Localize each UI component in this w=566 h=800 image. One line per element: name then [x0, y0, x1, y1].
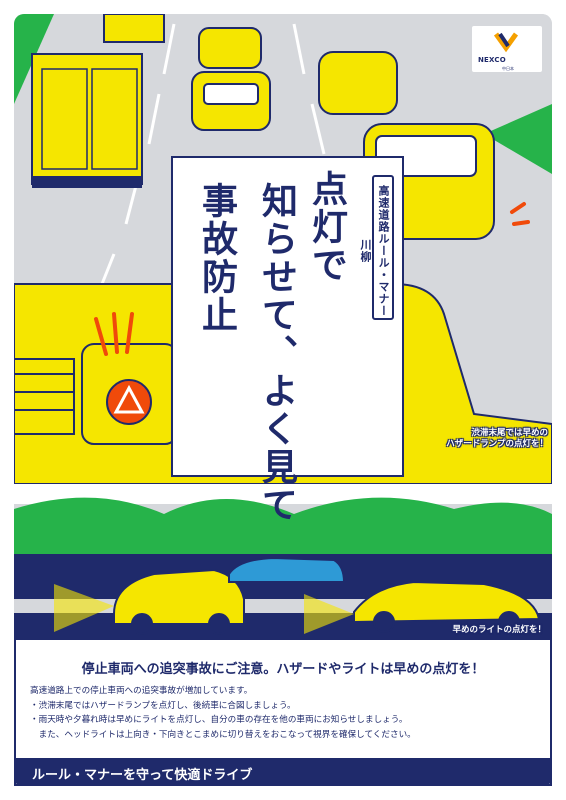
- light-caption: 早めのライトの点灯を！: [452, 625, 546, 635]
- hazard-caption: 渋滞末尾では早めの ハザードランプの点灯を！: [446, 428, 548, 450]
- body-text: 高速道路上での停止車両への追突事故が増加しています。 ・渋滞末尾ではハザードラン…: [30, 684, 540, 742]
- logo-text: NEXCO: [478, 56, 506, 64]
- body-line-4: また、ヘッドライトは上向き・下向きとこまめに切り替えをおこなって視界を確保してく…: [30, 729, 416, 740]
- headline: 停止車両への追突事故にご注意。ハザードやライトは早めの点灯を！: [81, 662, 485, 677]
- senryu-tag: 高速道路ルール・マナー川柳: [359, 175, 394, 320]
- body-line-3: ・雨天時や夕暮れ時は早めにライトを点灯し、自分の車の存在を他の車両にお知らせしま…: [30, 715, 408, 725]
- logo-sub: 中日本: [502, 66, 514, 71]
- slogan-panel: [171, 156, 404, 477]
- slogan-line-1: 点灯で: [306, 170, 347, 284]
- footer-text: ルール・マナーを守って快適ドライブ: [32, 768, 253, 783]
- slogan-line-2: 知らせて、よく見て: [256, 182, 297, 524]
- slogan-line-3: 事故防止: [196, 182, 237, 334]
- hazard-caption-line-1: 渋滞末尾では早めの: [471, 428, 548, 438]
- hazard-caption-line-2: ハザードランプの点灯を！: [446, 439, 548, 449]
- nexco-logo: NEXCO 中日本: [472, 26, 542, 72]
- footer-banner: ルール・マナーを守って快適ドライブ: [14, 758, 552, 786]
- truck: [31, 14, 165, 188]
- body-line-1: 高速道路上での停止車両への追突事故が増加しています。: [30, 686, 253, 696]
- body-line-2: ・渋滞末尾ではハザードランプを点灯し、後続車に合図しましょう。: [30, 700, 296, 711]
- nexco-mark-icon: [493, 32, 519, 53]
